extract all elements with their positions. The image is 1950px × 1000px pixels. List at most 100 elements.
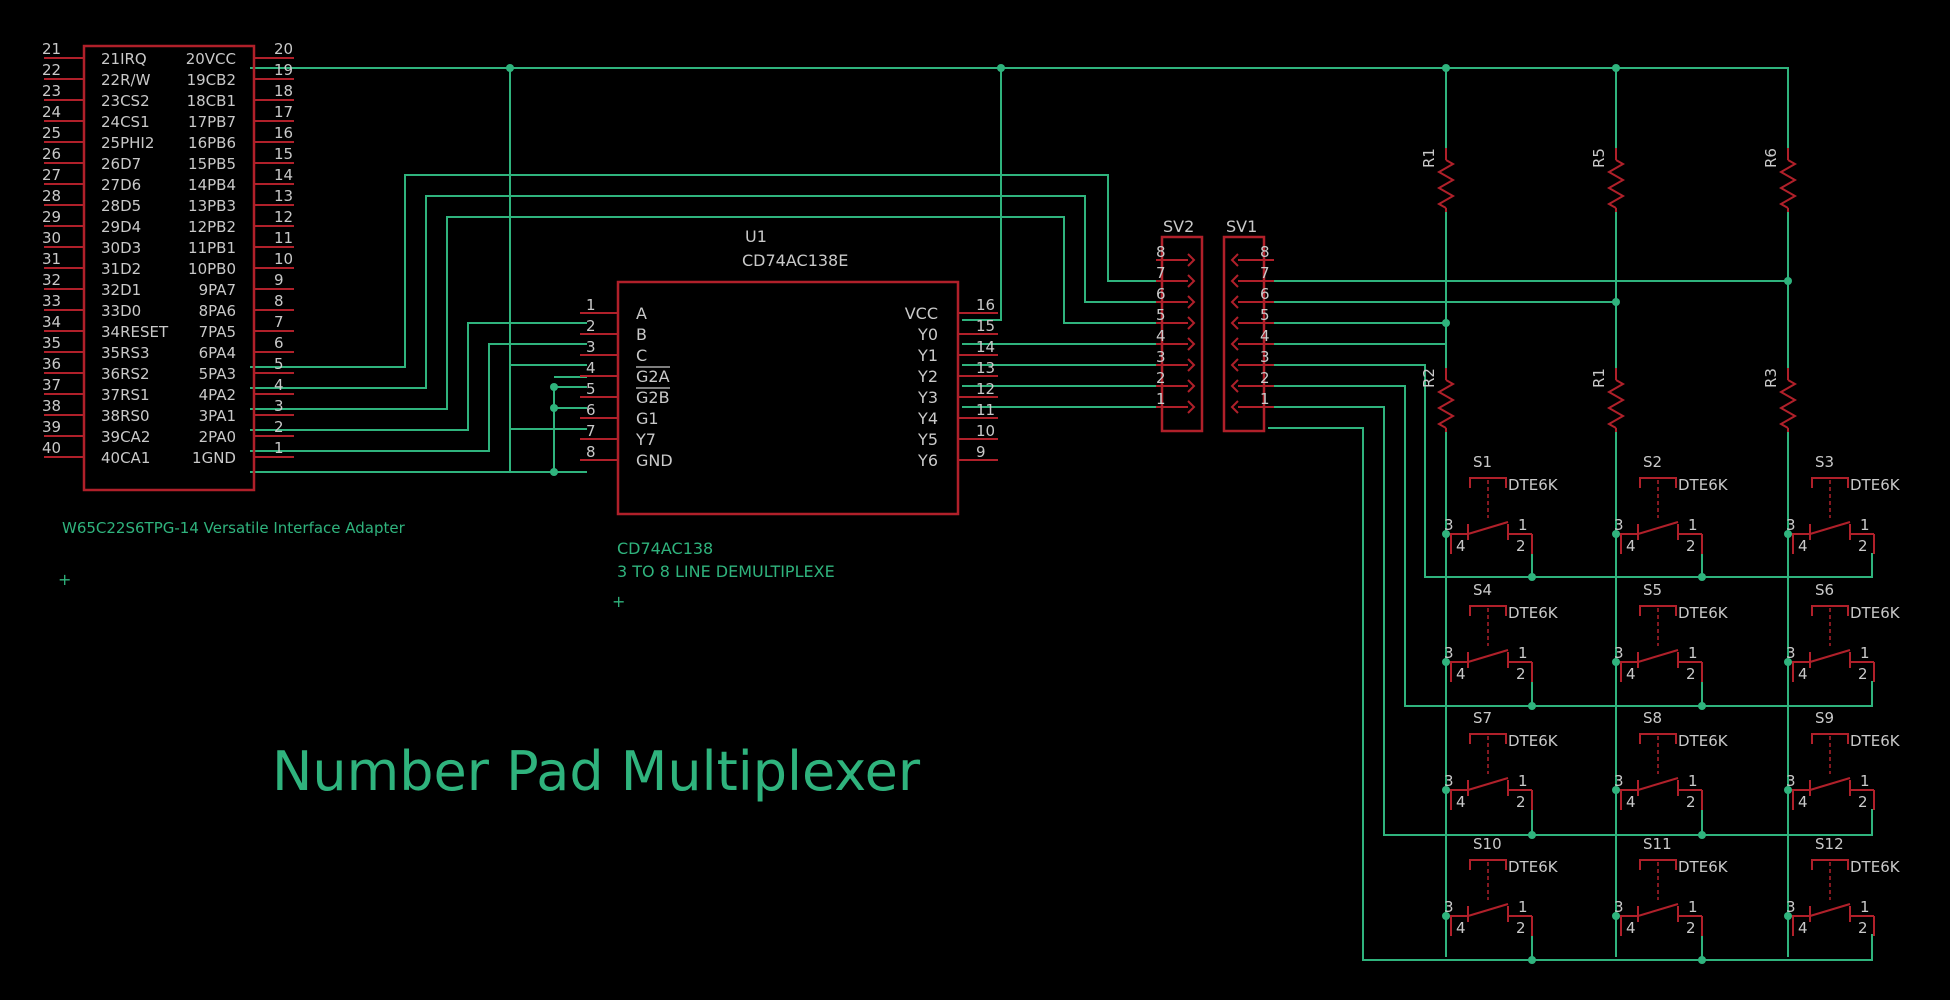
switch-pin-number: 3 (1444, 516, 1454, 534)
switch-pin-number: 1 (1688, 516, 1698, 534)
switch-pin-number: 2 (1686, 793, 1696, 811)
via-pin-label: 31D2 (101, 260, 141, 278)
via-pin-number: 34 (42, 313, 61, 331)
via-pin-label: 38RS0 (101, 407, 150, 425)
via-pin-number: 40 (42, 439, 61, 457)
u1-pin-label: Y1 (917, 346, 938, 365)
header-pin-chevron (1187, 337, 1196, 351)
switch-pin-number: 1 (1688, 644, 1698, 662)
via-pin-label: 30D3 (101, 239, 141, 257)
via-pin-number: 4 (274, 376, 284, 394)
header-pin-chevron (1230, 358, 1239, 372)
switch-pin-number: 2 (1858, 793, 1868, 811)
header-pin-number: 2 (1156, 369, 1166, 387)
u1-pin-label: GND (636, 451, 673, 470)
u1-pin-label: C (636, 346, 647, 365)
u1-pin-number: 6 (586, 401, 596, 419)
switch-actuator-icon (1469, 477, 1507, 488)
via-pin-number: 3 (274, 397, 284, 415)
switch-value: DTE6K (1678, 732, 1729, 750)
u1-pin-label: B (636, 325, 647, 344)
via-origin-mark: + (58, 570, 71, 589)
switch-actuator-icon (1469, 859, 1507, 870)
switch-value: DTE6K (1850, 732, 1901, 750)
u1-pin-number: 1 (586, 296, 596, 314)
via-pin-number: 23 (42, 82, 61, 100)
via-pin-number: 10 (274, 250, 293, 268)
u1-pin-label: Y2 (917, 367, 938, 386)
switch-contact-icon (1637, 649, 1679, 663)
via-pin-number: 29 (42, 208, 61, 226)
resistor-zigzag-icon (1778, 379, 1798, 429)
switch-pin-number: 2 (1516, 537, 1526, 555)
switch-pin-number: 4 (1798, 665, 1808, 683)
junction-dots (506, 64, 1792, 964)
header-pin-number: 3 (1156, 348, 1166, 366)
sv1-name: SV1 (1226, 217, 1257, 236)
switch-contact-icon (1467, 521, 1509, 535)
via-pin-number: 36 (42, 355, 61, 373)
u1-pin-label: G2A (636, 367, 670, 386)
header-pin-chevron (1187, 316, 1196, 330)
switch-pin-number: 1 (1860, 516, 1870, 534)
switch-contact-icon (1809, 521, 1851, 535)
junction-dot (1612, 658, 1620, 666)
u1-pin-label: Y7 (635, 430, 656, 449)
via-pin-label: 24CS1 (101, 113, 150, 131)
u1-pin-number: 15 (976, 317, 995, 335)
switch-pin-number: 4 (1798, 793, 1808, 811)
header-pin-chevron (1230, 400, 1239, 414)
switch-pin-number: 1 (1688, 898, 1698, 916)
via-pin-number: 32 (42, 271, 61, 289)
resistor-name: R6 (1762, 148, 1780, 168)
via-pin-label: 29D4 (101, 218, 141, 236)
via-pin-number: 1 (274, 439, 284, 457)
header-pin-chevron (1187, 379, 1196, 393)
via-chip[interactable]: 2121IRQ2222R/W2323CS22424CS12525PHI22626… (42, 40, 406, 589)
u1-pin-label: A (636, 304, 647, 323)
switch-actuator-icon (1811, 477, 1849, 488)
via-pin-number: 28 (42, 187, 61, 205)
switch-actuator-icon (1639, 859, 1677, 870)
switch-pin-number: 3 (1614, 898, 1624, 916)
junction-dot (1784, 530, 1792, 538)
resistor-name: R2 (1420, 368, 1438, 388)
switch-name: S9 (1815, 709, 1834, 727)
via-pin-label: 32D1 (101, 281, 141, 299)
header-pin-number: 2 (1260, 369, 1270, 387)
via-pin-number: 35 (42, 334, 61, 352)
switch-pin-number: 3 (1614, 644, 1624, 662)
sv2-name: SV2 (1163, 217, 1194, 236)
junction-dot (1612, 912, 1620, 920)
resistor-name: R1 (1590, 368, 1608, 388)
header-pin-number: 1 (1260, 390, 1270, 408)
u1-pin-number: 13 (976, 359, 995, 377)
header-pin-number: 6 (1260, 285, 1270, 303)
u1-pin-number: 8 (586, 443, 596, 461)
switch-value: DTE6K (1678, 476, 1729, 494)
switch-pin-number: 1 (1518, 898, 1528, 916)
header-pin-number: 1 (1156, 390, 1166, 408)
via-pin-label: 13PB3 (188, 197, 236, 215)
header-pin-number: 5 (1156, 306, 1166, 324)
u1-pin-label: VCC (905, 304, 938, 323)
junction-dot (1442, 786, 1450, 794)
